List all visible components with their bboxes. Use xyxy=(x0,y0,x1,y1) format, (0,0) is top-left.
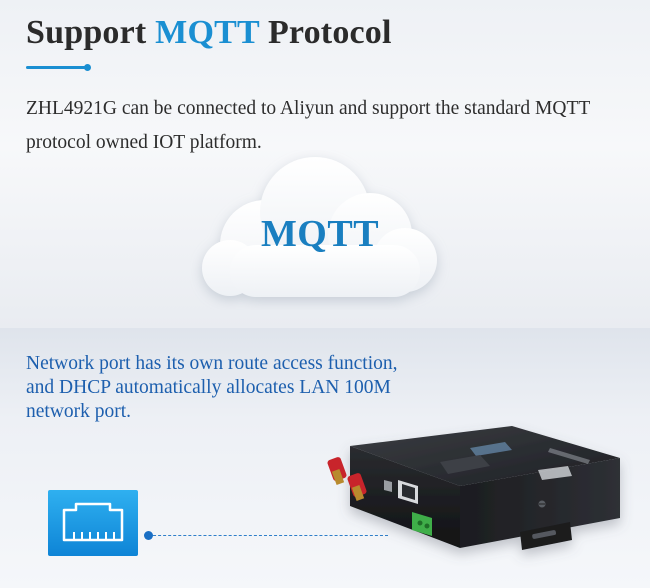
ethernet-port-badge xyxy=(48,490,138,556)
cloud-graphic: MQTT xyxy=(190,150,450,310)
cloud-icon xyxy=(202,157,437,297)
title-underline xyxy=(26,66,86,69)
router-device xyxy=(320,420,640,588)
router-device-image xyxy=(327,426,620,550)
network-section: Network port has its own route access fu… xyxy=(0,328,650,588)
leader-dot xyxy=(144,531,153,540)
ethernet-port-icon xyxy=(62,502,124,542)
title-underline-dot xyxy=(84,64,91,71)
cloud-label: MQTT xyxy=(260,213,380,255)
title-suffix: Protocol xyxy=(259,14,392,51)
network-text: Network port has its own route access fu… xyxy=(26,353,398,422)
leader-line xyxy=(148,535,388,536)
title-accent: MQTT xyxy=(155,14,260,51)
intro-text: ZHL4921G can be connected to Aliyun and … xyxy=(26,98,590,153)
mqtt-section: Support MQTT Protocol ZHL4921G can be co… xyxy=(0,0,650,328)
page-title: Support MQTT Protocol xyxy=(26,14,392,52)
title-prefix: Support xyxy=(26,14,156,51)
